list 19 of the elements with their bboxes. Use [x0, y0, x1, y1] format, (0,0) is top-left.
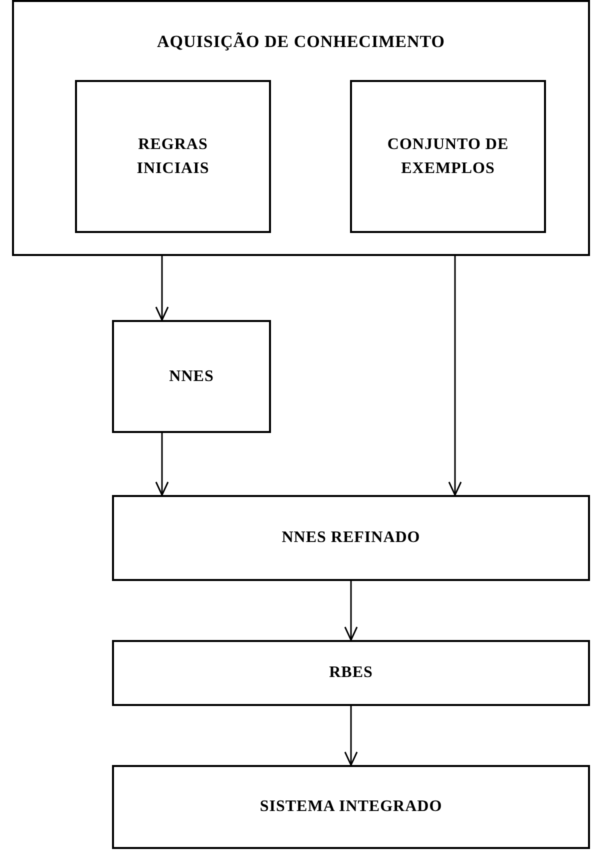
- process-box: [112, 495, 590, 581]
- arrow: [344, 581, 358, 641]
- process-box: [112, 640, 590, 706]
- box-label: RBES: [328, 663, 374, 684]
- arrow: [155, 256, 169, 321]
- arrow: [448, 256, 462, 496]
- process-box: [350, 80, 546, 233]
- process-box: [112, 765, 590, 849]
- box-label: SISTEMA INTEGRADO: [258, 797, 444, 818]
- arrow: [155, 433, 169, 496]
- box-label: REGRAS INICIAIS: [136, 135, 210, 178]
- arrow: [344, 706, 358, 766]
- process-box: [75, 80, 271, 233]
- box-label: NNES REFINADO: [280, 528, 422, 548]
- group-title: AQUISIÇÃO DE CONHECIMENTO: [156, 31, 445, 53]
- box-label: NNES: [168, 366, 215, 387]
- process-box: [112, 320, 271, 433]
- box-label: CONJUNTO DE EXEMPLOS: [386, 135, 510, 178]
- group-box: [12, 0, 590, 256]
